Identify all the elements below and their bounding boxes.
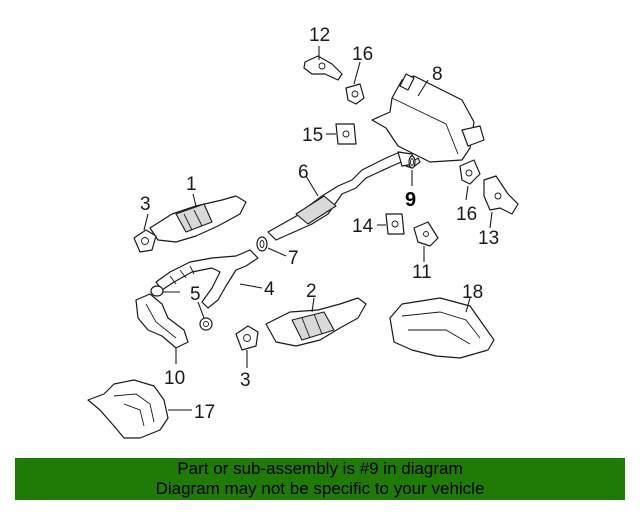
callout-12: 12 [309,25,330,46]
callout-10: 10 [164,368,185,389]
part-13-bracket[interactable] [483,175,519,215]
callout-3-lower: 3 [240,370,251,391]
part-7-gasket[interactable] [256,236,268,252]
info-banner: Part or sub-assembly is #9 in diagram Di… [15,458,625,500]
callout-15: 15 [302,125,323,146]
exhaust-parts-diagram: 12 16 15 8 16 13 6 [87,25,519,439]
leader-16a [353,61,361,85]
callout-1: 1 [186,174,197,195]
callout-2: 2 [306,281,317,302]
part-15-isolator[interactable] [335,123,357,145]
leader-8 [417,79,429,97]
part-6-intermediate-pipe[interactable] [267,151,415,241]
callout-14: 14 [352,216,374,237]
part-3-gasket-upper[interactable] [133,229,157,253]
leader-6 [305,175,319,197]
callout-7: 7 [288,248,299,269]
callout-3-upper: 3 [140,194,151,215]
part-3-gasket-lower[interactable] [235,325,259,351]
part-10-heat-shield[interactable] [135,293,189,349]
leader-7 [267,247,287,257]
callout-11: 11 [412,262,432,283]
callout-18: 18 [462,282,483,303]
part-1-catalytic-converter[interactable] [149,195,247,243]
part-8-muffler[interactable] [371,73,485,169]
banner-line-2: Diagram may not be specific to your vehi… [155,479,485,498]
leader-1 [192,193,197,207]
part-17-heat-shield[interactable] [87,379,169,439]
callout-16-right: 16 [456,204,477,225]
part-9-gasket[interactable] [408,155,416,169]
leader-18 [465,297,471,313]
callout-17: 17 [194,402,215,423]
part-12-bracket[interactable] [303,55,343,81]
banner-line-1: Part or sub-assembly is #9 in diagram [177,459,463,478]
leader-4 [239,283,263,289]
leader-16b [465,185,469,201]
callout-4: 4 [264,279,275,300]
callout-8: 8 [432,64,443,85]
callout-5: 5 [190,284,201,305]
part-18-floor-heat-shield[interactable] [389,297,495,359]
part-2-catalytic-converter[interactable] [265,297,367,347]
leader-5 [197,301,205,319]
callout-16-upper: 16 [352,44,373,65]
part-4-front-pipe[interactable] [155,249,259,309]
callout-9: 9 [405,189,416,211]
leader-13 [489,211,493,229]
part-14-isolator[interactable] [385,213,405,235]
leader-2 [311,297,315,313]
callout-6: 6 [298,162,309,183]
part-5-gaskets[interactable] [150,285,213,331]
callout-13: 13 [478,228,499,249]
part-11-bracket[interactable] [413,221,439,247]
part-16-rubber-hanger-upper[interactable] [345,83,365,105]
part-16-rubber-hanger-right[interactable] [459,159,481,185]
leader-3a [143,213,149,231]
